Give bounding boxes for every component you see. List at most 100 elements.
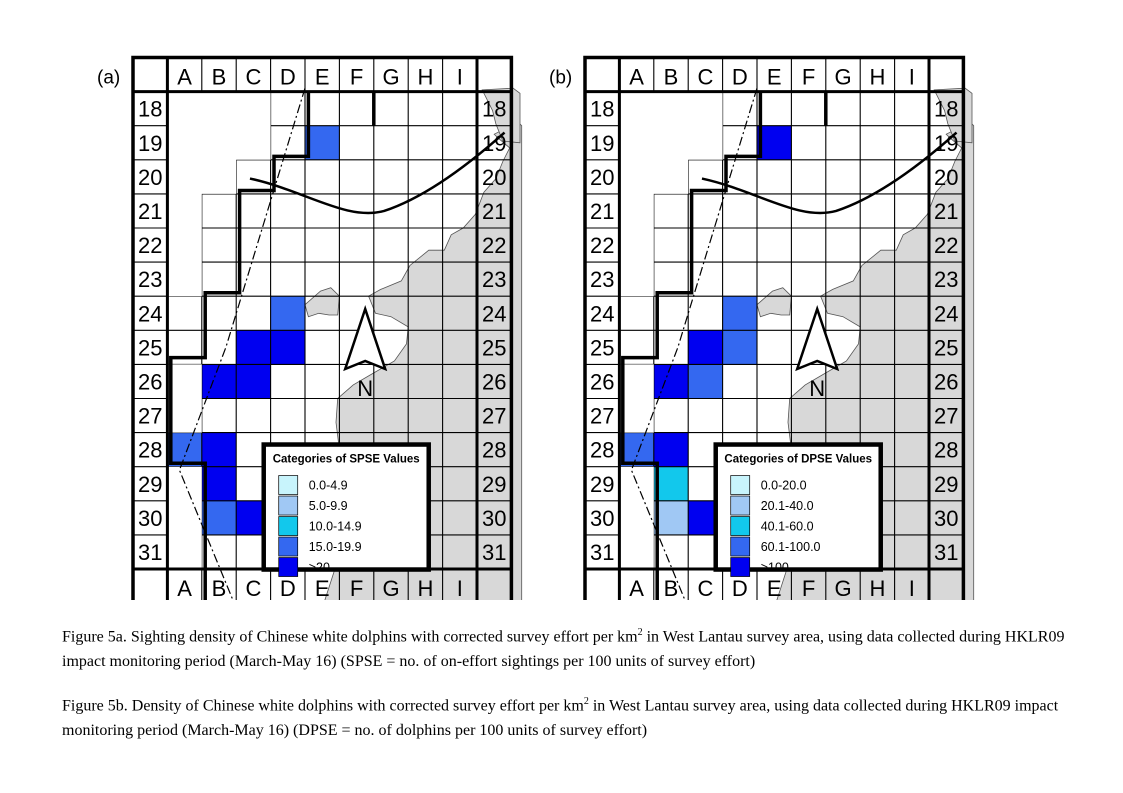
grid-cell-B30 bbox=[201, 500, 237, 535]
legend-category-label: 0.0-4.9 bbox=[309, 479, 348, 493]
legend-category-label: >100 bbox=[761, 561, 789, 575]
panel-label: (a) bbox=[97, 67, 120, 88]
boundary-line bbox=[630, 88, 758, 600]
row-label-21: 21 bbox=[138, 199, 162, 224]
column-label-I: I bbox=[457, 576, 463, 600]
row-label-27: 27 bbox=[482, 404, 506, 429]
peninsula-land bbox=[756, 287, 792, 318]
row-label-18: 18 bbox=[934, 97, 958, 122]
row-label-25: 25 bbox=[138, 335, 162, 360]
figure-5b-caption-text: Figure 5b. Density of Chinese white dolp… bbox=[62, 697, 584, 715]
column-label-F: F bbox=[350, 576, 363, 600]
grid-cell-D24 bbox=[722, 296, 757, 331]
legend-swatch bbox=[278, 536, 299, 557]
row-label-26: 26 bbox=[934, 369, 958, 394]
grid-cell-D24 bbox=[270, 296, 305, 331]
row-label-29: 29 bbox=[482, 472, 506, 497]
figure-5a-caption: Figure 5a. Sighting density of Chinese w… bbox=[62, 620, 1072, 674]
outside-area bbox=[619, 398, 654, 433]
column-label-E: E bbox=[767, 576, 782, 600]
column-label-F: F bbox=[802, 64, 815, 89]
legend-category-label: 20.1-40.0 bbox=[761, 499, 814, 513]
row-label-30: 30 bbox=[482, 506, 506, 531]
row-label-27: 27 bbox=[590, 404, 614, 429]
grid-cell-B26 bbox=[653, 364, 689, 399]
row-label-29: 29 bbox=[590, 472, 614, 497]
legend-swatch bbox=[730, 516, 751, 536]
grid-cell-E19 bbox=[757, 125, 792, 160]
north-arrow-icon bbox=[795, 305, 840, 372]
column-label-I: I bbox=[457, 64, 463, 89]
column-label-G: G bbox=[834, 576, 851, 600]
column-label-H: H bbox=[417, 64, 433, 89]
legend-swatch bbox=[730, 475, 751, 495]
column-label-F: F bbox=[350, 64, 363, 89]
outside-area bbox=[167, 91, 271, 297]
grid-cell-B26 bbox=[201, 364, 237, 399]
column-label-G: G bbox=[834, 64, 851, 89]
row-label-31: 31 bbox=[138, 540, 162, 565]
row-label-28: 28 bbox=[590, 438, 614, 463]
column-label-D: D bbox=[280, 64, 296, 89]
figure-5a-caption-text-cont: in West Lantau survey area, using data c… bbox=[62, 628, 1065, 671]
legend-title: Categories of SPSE Values bbox=[273, 454, 420, 466]
row-label-27: 27 bbox=[934, 404, 958, 429]
map-frame bbox=[583, 55, 966, 600]
survey-boundary bbox=[169, 91, 311, 600]
outside-area bbox=[167, 466, 202, 569]
row-label-23: 23 bbox=[590, 267, 614, 292]
column-label-E: E bbox=[315, 64, 330, 89]
grid-cell-B29 bbox=[653, 466, 689, 501]
row-label-24: 24 bbox=[934, 301, 958, 326]
legend-swatch bbox=[730, 495, 751, 516]
row-label-30: 30 bbox=[138, 506, 162, 531]
row-label-20: 20 bbox=[482, 165, 506, 190]
row-label-19: 19 bbox=[482, 131, 506, 156]
column-label-E: E bbox=[315, 576, 330, 600]
grid-cell-E19 bbox=[305, 125, 340, 160]
legend-category-label: 5.0-9.9 bbox=[309, 499, 348, 513]
row-label-30: 30 bbox=[934, 506, 958, 531]
figure-5b-superscript: 2 bbox=[583, 696, 589, 707]
legend-swatch bbox=[730, 536, 751, 557]
legend-category-label: 10.0-14.9 bbox=[309, 520, 362, 534]
grid-cell-A28 bbox=[167, 432, 202, 467]
column-label-D: D bbox=[732, 576, 748, 600]
legend-title: Categories of DPSE Values bbox=[724, 454, 872, 466]
legend-category-label: 40.1-60.0 bbox=[761, 520, 814, 534]
panel-label: (b) bbox=[549, 67, 572, 88]
column-label-B: B bbox=[212, 64, 227, 89]
column-label-H: H bbox=[869, 576, 885, 600]
boundary-line bbox=[178, 88, 306, 600]
column-label-C: C bbox=[245, 64, 261, 89]
north-arrow-icon bbox=[343, 305, 388, 372]
row-label-31: 31 bbox=[482, 540, 506, 565]
row-label-18: 18 bbox=[138, 97, 162, 122]
legend-category-label: 60.1-100.0 bbox=[761, 540, 821, 554]
grid-cell-C26 bbox=[236, 364, 271, 399]
outside-area bbox=[167, 364, 202, 399]
legend-swatch bbox=[730, 557, 751, 577]
row-label-22: 22 bbox=[590, 233, 614, 258]
north-label: N bbox=[809, 376, 825, 401]
grid-cell-C25 bbox=[236, 330, 271, 365]
row-label-27: 27 bbox=[138, 404, 162, 429]
legend-swatch bbox=[278, 557, 299, 577]
row-label-24: 24 bbox=[482, 301, 506, 326]
row-label-23: 23 bbox=[482, 267, 506, 292]
legend-swatch bbox=[278, 495, 299, 516]
outside-area bbox=[619, 364, 654, 399]
legend-category-label: 15.0-19.9 bbox=[309, 540, 362, 554]
column-label-D: D bbox=[280, 576, 296, 600]
grid-cell-D25 bbox=[722, 330, 757, 365]
map-frame bbox=[131, 55, 514, 600]
survey-boundary bbox=[621, 91, 763, 600]
row-label-21: 21 bbox=[590, 199, 614, 224]
row-label-25: 25 bbox=[482, 335, 506, 360]
figure-5a-superscript: 2 bbox=[637, 627, 643, 638]
grid-cell-B30 bbox=[653, 500, 689, 535]
column-label-A: A bbox=[629, 576, 644, 600]
figure-5a-caption-text: Figure 5a. Sighting density of Chinese w… bbox=[62, 628, 638, 646]
